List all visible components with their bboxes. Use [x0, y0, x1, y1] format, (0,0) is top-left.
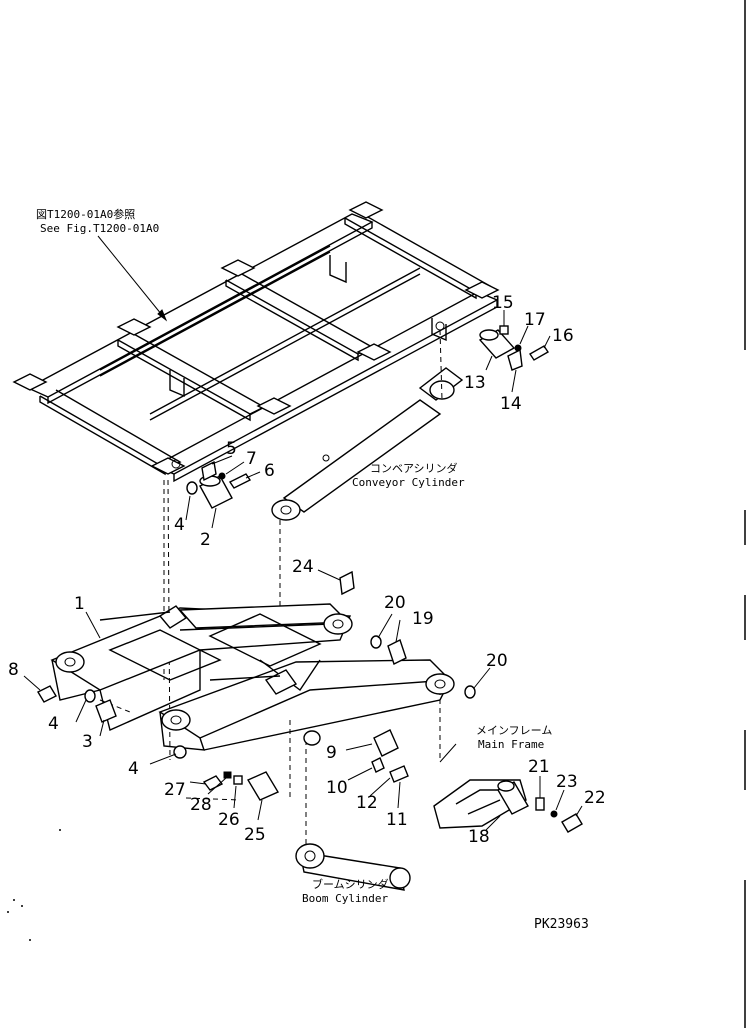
callout-13: 13 [464, 373, 486, 393]
boom-cylinder-label: ブームシリンダ Boom Cylinder [302, 877, 389, 905]
conveyor-frame [12, 201, 500, 483]
callout-numbers: 1 2 3 4 4 4 5 6 7 8 9 10 11 12 13 14 15 … [8, 293, 606, 847]
conveyor-cylinder-label: コンベアシリンダ Conveyor Cylinder [352, 461, 465, 489]
callout-11: 11 [386, 810, 408, 830]
figure-reference: 図T1200-01A0参照 See Fig.T1200-01A0 [36, 207, 159, 235]
callout-16: 16 [552, 326, 574, 346]
callout-8: 8 [8, 660, 19, 680]
callout-20-right: 20 [486, 651, 508, 671]
callout-17: 17 [524, 310, 546, 330]
scan-specks [7, 829, 61, 941]
callout-19: 19 [412, 609, 434, 629]
main-frame-label: メインフレーム Main Frame [476, 724, 552, 751]
callout-3: 3 [82, 732, 93, 752]
callout-14: 14 [500, 394, 522, 414]
conveyor-cylinder-label-jp: コンベアシリンダ [370, 461, 458, 475]
callout-7: 7 [246, 449, 257, 469]
main-frame-bracket [433, 743, 583, 833]
callout-6: 6 [264, 461, 275, 481]
callout-27: 27 [164, 780, 186, 800]
callout-9: 9 [326, 743, 337, 763]
callout-28: 28 [190, 795, 212, 815]
figure-reference-jp: 図T1200-01A0参照 [36, 207, 135, 221]
boom-cylinder [295, 843, 411, 891]
callout-10: 10 [326, 778, 348, 798]
callout-18: 18 [468, 827, 490, 847]
callout-leaders [23, 310, 583, 831]
drawing-number: PK23963 [534, 917, 589, 932]
callout-25: 25 [244, 825, 266, 845]
main-frame-boom [50, 603, 455, 751]
callout-15: 15 [492, 293, 514, 313]
callout-26: 26 [218, 810, 240, 830]
callout-24: 24 [292, 557, 314, 577]
boom-cylinder-label-jp: ブームシリンダ [312, 877, 389, 891]
callout-4-left: 4 [48, 714, 59, 734]
conveyor-cylinder-label-en: Conveyor Cylinder [352, 476, 465, 489]
boom-cylinder-label-en: Boom Cylinder [302, 892, 388, 905]
callout-22: 22 [584, 788, 606, 808]
callout-5: 5 [226, 439, 237, 459]
callout-4-upper: 4 [174, 515, 185, 535]
callout-21: 21 [528, 757, 550, 777]
main-frame-small-parts [37, 570, 476, 801]
main-frame-label-en: Main Frame [478, 738, 544, 751]
callout-4-lower: 4 [128, 759, 139, 779]
conveyor-cylinder [271, 367, 464, 521]
figure-reference-en: See Fig.T1200-01A0 [40, 222, 159, 235]
callout-23: 23 [556, 772, 578, 792]
main-frame-label-jp: メインフレーム [476, 724, 552, 737]
callout-20-upper: 20 [384, 593, 406, 613]
upper-right-pin-set [478, 325, 549, 371]
callout-12: 12 [356, 793, 378, 813]
callout-2: 2 [200, 530, 211, 550]
upper-left-pin-set [186, 460, 252, 509]
callout-1: 1 [74, 594, 85, 614]
